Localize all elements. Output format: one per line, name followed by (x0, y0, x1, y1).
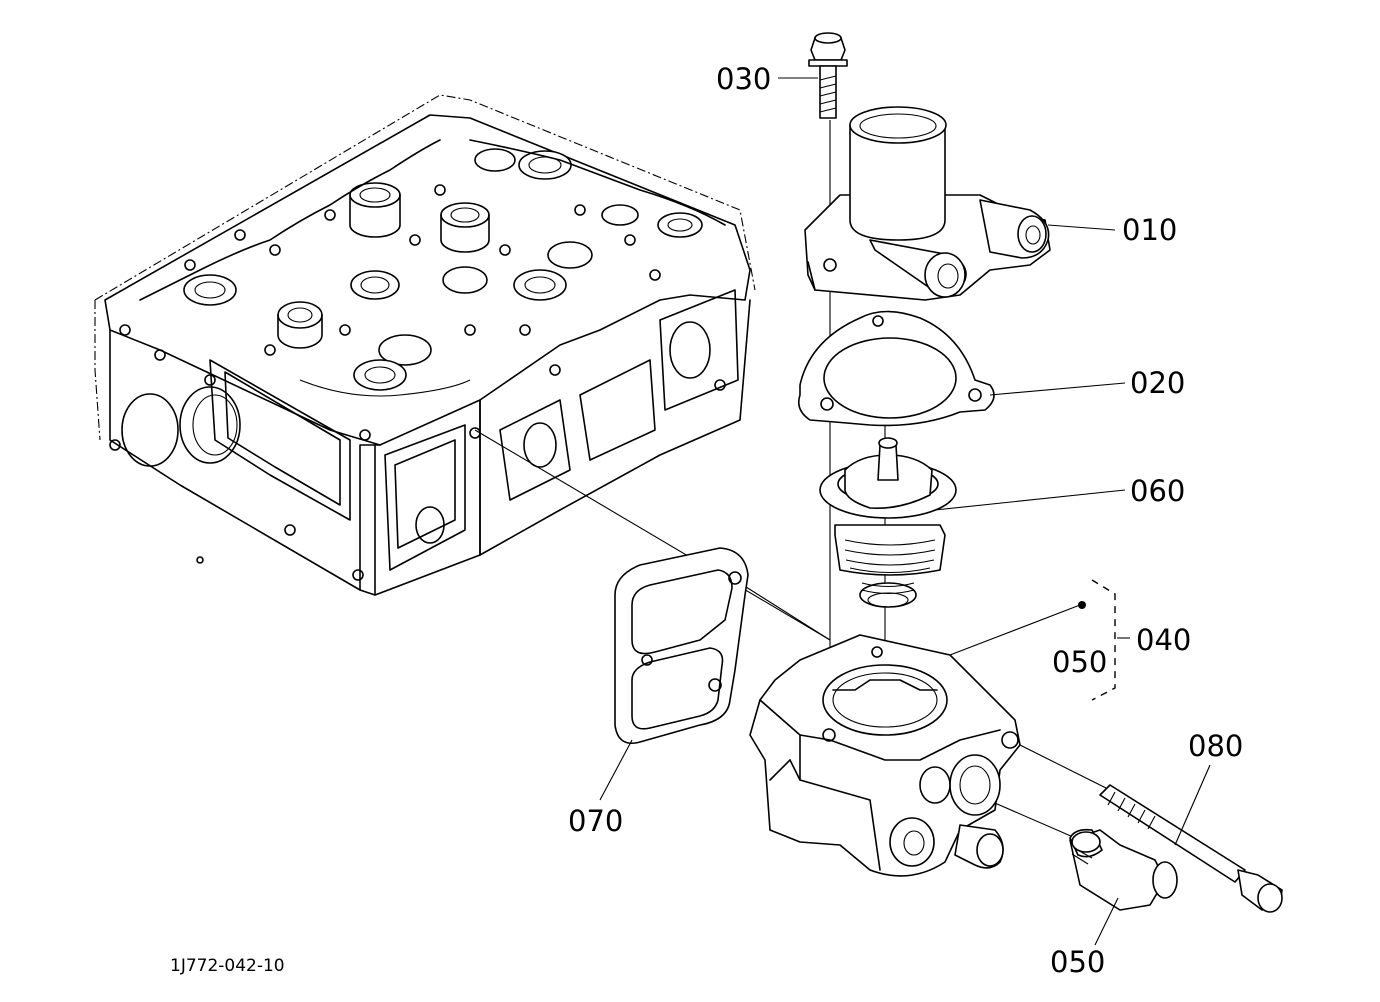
part-070-flange-gasket (614, 547, 749, 744)
callout-040: 040 (1136, 623, 1191, 657)
callout-labels: 030 010 020 060 040 050 070 080 050 1J77… (170, 62, 1243, 979)
callout-060: 060 (1130, 474, 1185, 508)
part-040-group-bracket (1078, 579, 1130, 701)
part-060-thermostat (819, 437, 957, 608)
callout-070: 070 (568, 804, 623, 838)
callout-030: 030 (716, 62, 771, 96)
part-030-bolt (808, 32, 848, 119)
drawing-reference-code: 1J772-042-10 (170, 956, 285, 976)
callout-050-part: 050 (1050, 945, 1105, 979)
bullet-dot (1078, 601, 1086, 609)
part-040-thermostat-housing (749, 634, 1021, 877)
callout-020: 020 (1130, 366, 1185, 400)
leader-lines (599, 77, 1211, 946)
part-020-gasket (797, 310, 995, 427)
part-050-elbow-fitting (1069, 828, 1178, 911)
callout-050-group: 050 (1052, 645, 1107, 679)
callout-010: 010 (1122, 213, 1177, 247)
part-010-thermostat-cover (804, 106, 1051, 301)
part-080-bolt (1099, 784, 1283, 913)
callout-080: 080 (1188, 729, 1243, 763)
cylinder-head-illustration (94, 94, 756, 596)
